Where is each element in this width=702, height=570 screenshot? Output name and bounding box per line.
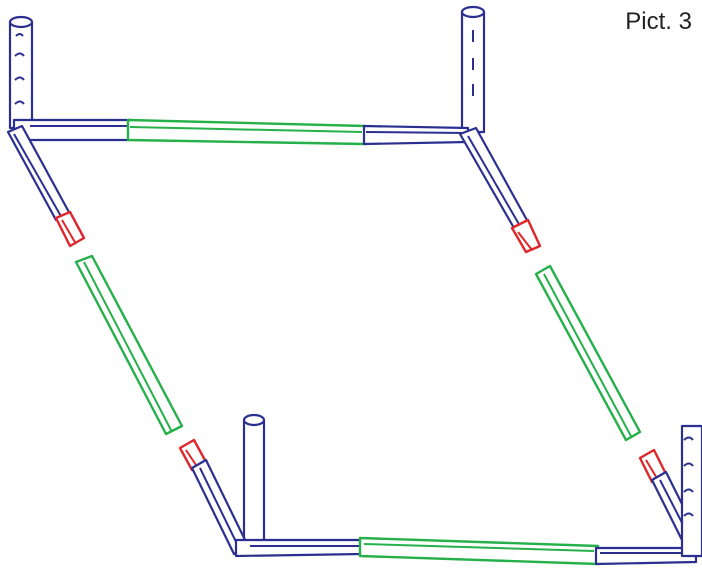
diagonal-left-upper (6, 124, 86, 248)
connector-bar-right (534, 264, 642, 442)
post-top-right (460, 5, 486, 134)
figure-caption: Pict. 3 (625, 8, 692, 35)
rail-top (12, 118, 470, 146)
rail-bottom (234, 536, 698, 566)
post-bottom-right (680, 424, 702, 558)
diagonal-right-upper (458, 126, 542, 254)
diagonal-left-lower (178, 438, 250, 556)
post-top-left (8, 15, 34, 130)
post-bottom-left (242, 413, 266, 550)
connector-bar-left (74, 254, 184, 436)
